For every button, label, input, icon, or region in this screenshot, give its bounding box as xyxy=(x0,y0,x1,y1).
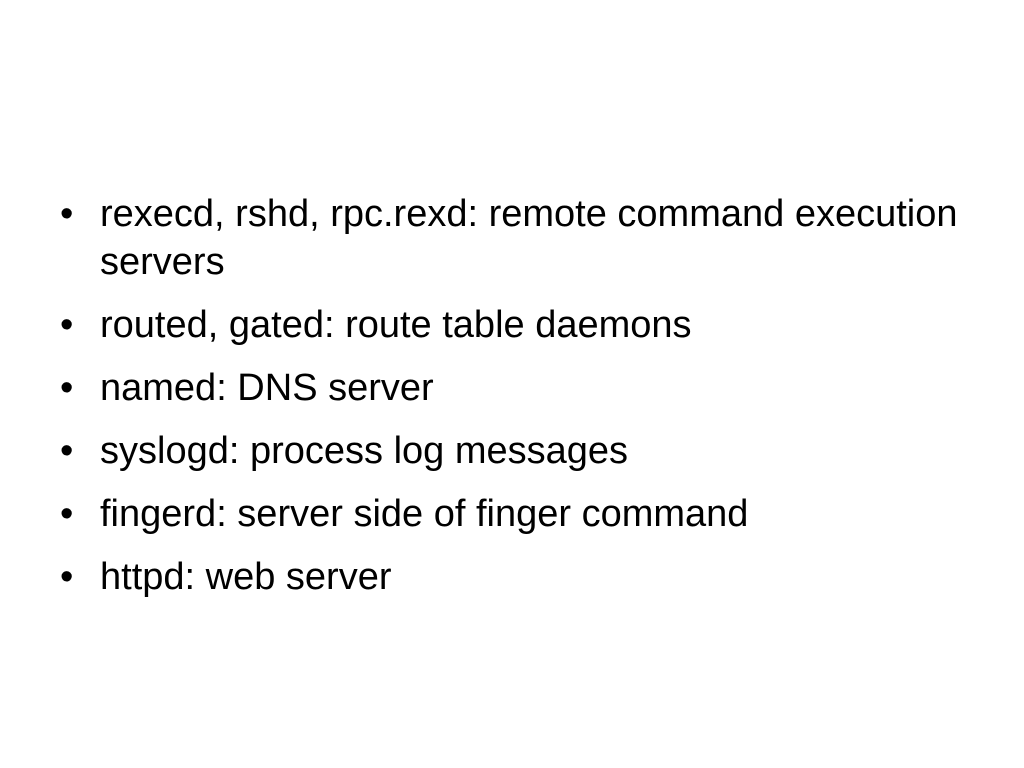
bullet-item-syslogd: • syslogd: process log messages xyxy=(60,427,960,475)
bullet-list: • rexecd, rshd, rpc.rexd: remote command… xyxy=(60,190,960,616)
bullet-marker: • xyxy=(60,304,74,346)
bullet-item-rexecd: • rexecd, rshd, rpc.rexd: remote command… xyxy=(60,190,960,286)
bullet-text: syslogd: process log messages xyxy=(100,430,629,472)
bullet-item-named: • named: DNS server xyxy=(60,364,960,412)
bullet-marker: • xyxy=(60,556,74,598)
bullet-marker: • xyxy=(60,430,74,472)
bullet-text: fingerd: server side of finger command xyxy=(100,493,749,535)
bullet-text: named: DNS server xyxy=(100,367,434,409)
bullet-item-routed: • routed, gated: route table daemons xyxy=(60,301,960,349)
bullet-text: rexecd, rshd, rpc.rexd: remote command e… xyxy=(100,193,958,283)
bullet-text: httpd: web server xyxy=(100,556,392,598)
bullet-text: routed, gated: route table daemons xyxy=(100,304,692,346)
bullet-item-httpd: • httpd: web server xyxy=(60,553,960,601)
bullet-marker: • xyxy=(60,493,74,535)
bullet-item-fingerd: • fingerd: server side of finger command xyxy=(60,490,960,538)
bullet-marker: • xyxy=(60,193,74,235)
bullet-marker: • xyxy=(60,367,74,409)
